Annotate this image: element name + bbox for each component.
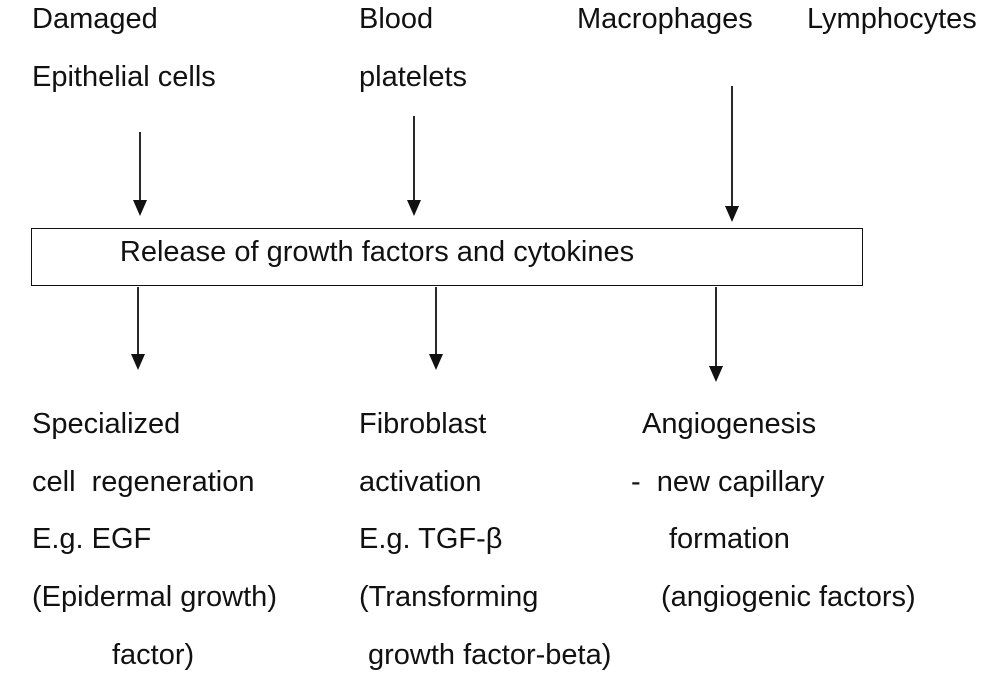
source-epithelial-line1: Damaged [32, 3, 158, 35]
growth-factors-box: Release of growth factors and cytokines [31, 228, 863, 286]
source-lymphocytes: Lymphocytes [807, 3, 977, 35]
growth-factors-box-label: Release of growth factors and cytokines [119, 236, 635, 268]
outcome-fibroblast-line3: E.g. TGF-β [359, 523, 503, 555]
outcome-angiogenesis-line2: - new capillary [631, 466, 825, 498]
outcome-fibroblast-line1: Fibroblast [359, 408, 487, 440]
arrowhead-platelets [407, 200, 421, 216]
source-epithelial-line2: Epithelial cells [32, 61, 216, 93]
arrowhead-angiogenesis [709, 366, 723, 382]
outcome-regeneration-line1: Specialized [32, 408, 181, 440]
arrowhead-regeneration [131, 354, 145, 370]
arrowhead-epithelial [133, 200, 147, 216]
source-platelets-line1: Blood [359, 3, 434, 35]
outcome-regeneration-line4: (Epidermal growth) [32, 581, 277, 613]
outcome-regeneration-line5: factor) [112, 639, 195, 671]
outcome-regeneration-line2: cell regeneration [32, 466, 255, 498]
source-macrophages: Macrophages [577, 3, 753, 35]
outcome-fibroblast-line4: (Transforming [359, 581, 539, 613]
source-platelets-line2: platelets [359, 61, 468, 93]
outcome-fibroblast-line2: activation [359, 466, 482, 498]
outcome-regeneration-line3: E.g. EGF [32, 523, 152, 555]
arrowhead-fibroblast [429, 354, 443, 370]
outcome-angiogenesis-line3: formation [669, 523, 790, 555]
outcome-fibroblast-line5: growth factor-beta) [368, 639, 612, 671]
outcome-angiogenesis-line4: (angiogenic factors) [661, 581, 916, 613]
outcome-angiogenesis-line1: Angiogenesis [642, 408, 817, 440]
arrowhead-macrophages [725, 206, 739, 222]
